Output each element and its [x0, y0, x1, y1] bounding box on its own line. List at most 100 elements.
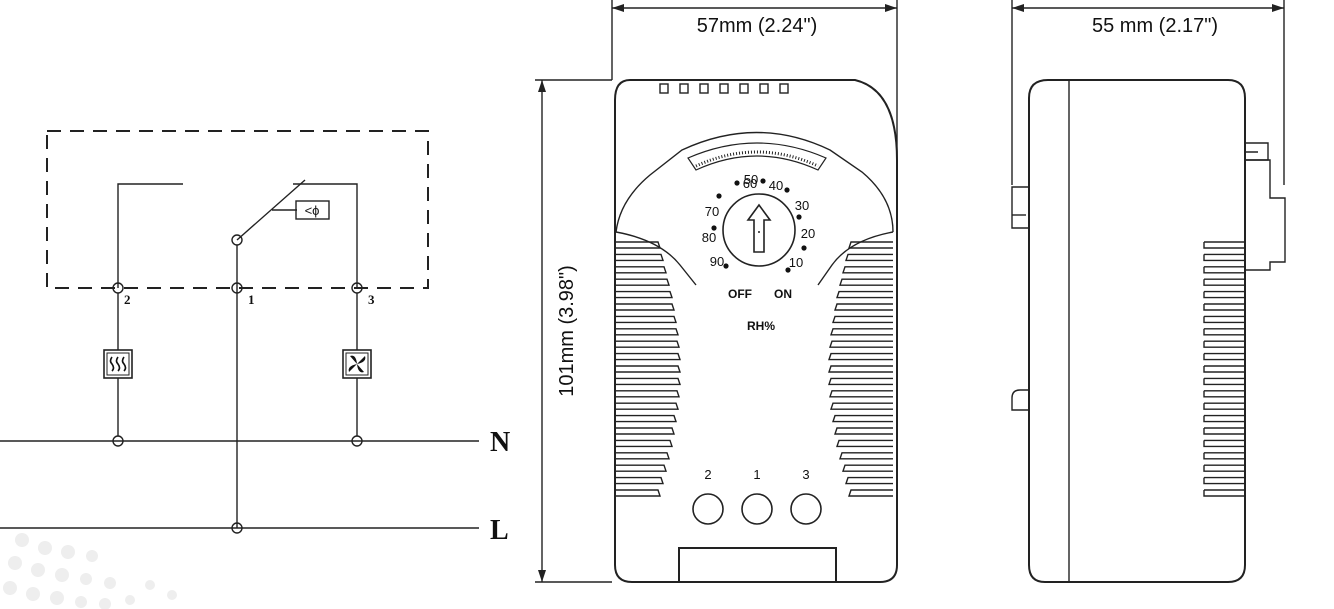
louvre-slot: [616, 439, 673, 448]
depth-dimension-label: 55 mm (2.17"): [1092, 15, 1218, 37]
on-label: ON: [774, 287, 792, 301]
louvre-slot: [616, 402, 679, 410]
dial-scale-marks: [695, 150, 819, 168]
louvre-slot: [1203, 402, 1245, 410]
louvre-slot: [616, 365, 681, 373]
housing-outline: [614, 79, 898, 583]
face-contour: [615, 231, 697, 286]
height-dimension-label: 101mm (3.98"): [556, 265, 578, 397]
dial-value-30: 30: [795, 198, 809, 213]
louvre-slot: [1203, 266, 1245, 274]
louvre-slot: [832, 414, 893, 423]
terminal-screw-1: [741, 493, 773, 525]
louvre-slot: [1203, 390, 1245, 398]
louvre-slot: [830, 402, 893, 410]
louvre-slot: [616, 328, 679, 336]
side-view: 55 mm (2.17"): [1011, 0, 1286, 583]
side-housing-outline: [1028, 79, 1246, 583]
louvre-slot: [830, 328, 893, 336]
screw-label-3: 3: [802, 467, 809, 482]
louvre-slot: [839, 278, 893, 286]
dial-value-50: 50: [744, 172, 758, 187]
louvre-slot: [1203, 303, 1245, 311]
louvre-slot: [616, 427, 675, 435]
louvre-slot: [828, 365, 893, 373]
terminal-label-3: 3: [368, 292, 375, 307]
louvre-slot: [616, 315, 677, 324]
bus-node: [231, 522, 243, 534]
front-view: 57mm (2.24") 101mm (3.98"): [535, 0, 898, 583]
face-contour: [615, 131, 894, 233]
louvre-slot: [836, 290, 893, 299]
screw-label-1: 1: [753, 467, 760, 482]
louvre-slot: [1203, 452, 1245, 460]
louvre-slot: [616, 414, 677, 423]
louvre-slot: [839, 452, 893, 460]
louvre-slot: [616, 253, 664, 262]
louvre-slot: [1203, 340, 1245, 348]
louvre-slot: [832, 315, 893, 324]
terminal-screw-3: [790, 493, 822, 525]
device-boundary: [46, 130, 429, 289]
louvre-slot: [842, 266, 893, 274]
dial-value-90: 90: [710, 254, 724, 269]
dial-value-80: 80: [702, 230, 716, 245]
wiring-schematic: <ϕ 2 1 3 N L: [0, 130, 510, 546]
louvre-slot: [836, 439, 893, 448]
terminal-node-1: [231, 282, 243, 294]
louvre-slot: [834, 427, 893, 435]
louvre-slot: [1203, 352, 1245, 361]
contact-2-lead: [117, 183, 183, 288]
din-clip-upper: [1011, 186, 1029, 229]
switch-blade: [236, 179, 306, 241]
louvre-slot: [616, 390, 680, 398]
dial-pointer-arrow: [746, 203, 772, 253]
louvre-slot: [616, 290, 673, 299]
louvre-slot: [1203, 278, 1245, 286]
louvre-slot: [616, 278, 670, 286]
louvre-slot: [616, 476, 664, 485]
louvre-slot: [829, 340, 893, 348]
louvre-slot: [1203, 476, 1245, 485]
dial-value-20: 20: [801, 226, 815, 241]
left-louvres: [616, 241, 681, 497]
screw-label-2: 2: [704, 467, 711, 482]
heater-icon: [103, 349, 133, 379]
cable-entry: [678, 547, 837, 583]
louvre-slot: [828, 352, 893, 361]
humidity-sensor-box: [295, 200, 330, 220]
louvre-slot: [829, 390, 893, 398]
louvre-slot: [1203, 241, 1245, 249]
louvre-slot: [1203, 414, 1245, 423]
louvre-slot: [842, 464, 893, 472]
louvre-slot: [1203, 377, 1245, 386]
louvre-slot: [1203, 253, 1245, 262]
bus-node: [112, 435, 124, 447]
face-contour: [817, 231, 894, 286]
contact-3-lead: [293, 183, 358, 288]
side-louvres: [1203, 241, 1245, 497]
dial-profile: [1245, 142, 1269, 161]
louvre-slot: [848, 241, 893, 249]
louvre-slot: [1203, 315, 1245, 324]
louvre-slot: [616, 464, 667, 472]
dial-scale: 60 50 40 70 30 80 20 90 10: [702, 172, 815, 273]
dial-value-40: 40: [769, 178, 783, 193]
bus-label-l: L: [490, 515, 509, 546]
fan-icon: [342, 349, 372, 379]
louvre-slot: [616, 452, 670, 460]
louvre-slot: [616, 241, 661, 249]
louvre-slot: [848, 489, 893, 497]
louvre-slot: [1203, 439, 1245, 448]
dial-value-70: 70: [705, 204, 719, 219]
right-louvres: [828, 241, 893, 497]
louvre-slot: [1203, 489, 1245, 497]
louvre-slot: [845, 476, 893, 485]
louvre-slot: [616, 303, 675, 311]
bus-label-n: N: [490, 427, 510, 458]
louvre-slot: [1203, 464, 1245, 472]
louvre-slot: [1203, 427, 1245, 435]
terminal-label-1: 1: [248, 292, 255, 307]
terminal-label-2: 2: [124, 292, 131, 307]
